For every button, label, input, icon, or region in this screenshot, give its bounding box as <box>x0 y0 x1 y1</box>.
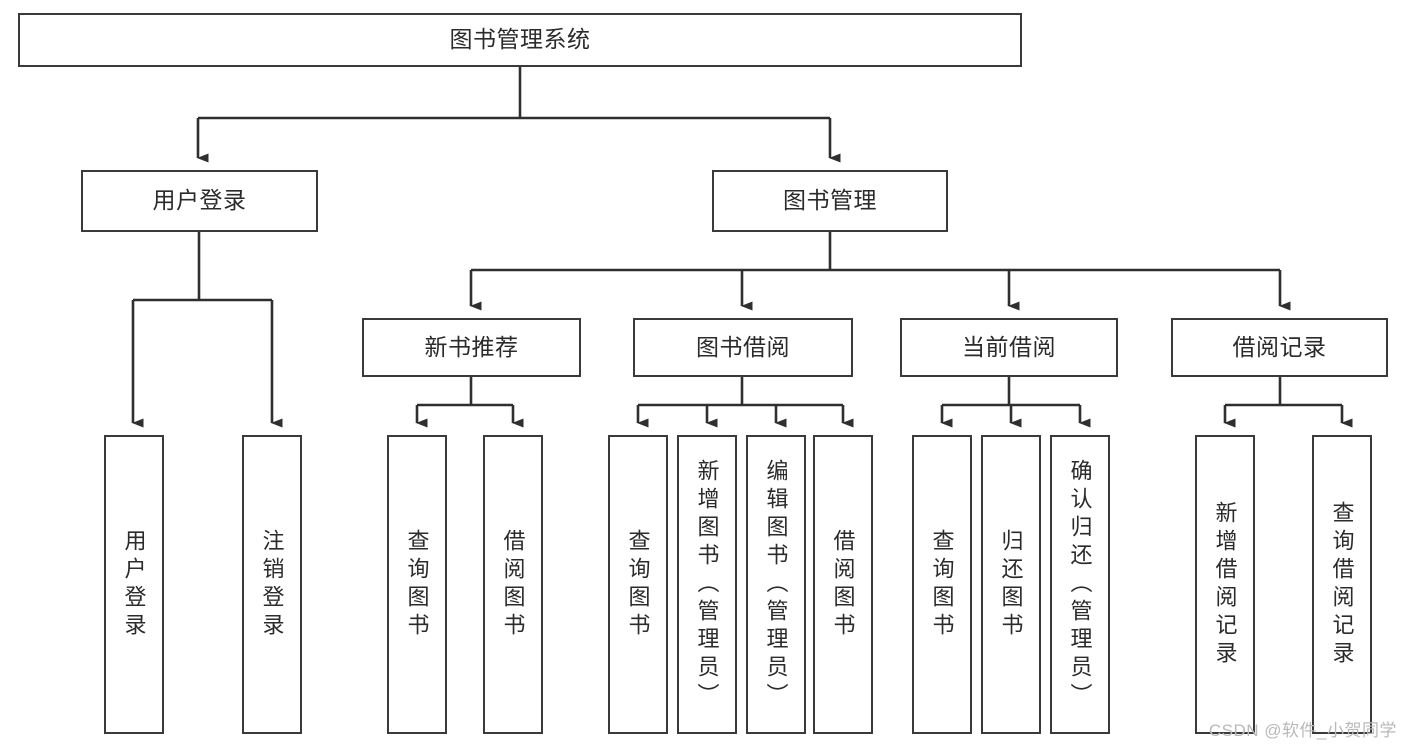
node-leaf-query-book-borrow[interactable]: 查询图书 <box>608 435 668 734</box>
node-new-book-recommend[interactable]: 新书推荐 <box>362 318 581 377</box>
node-leaf-add-borrow-record[interactable]: 新增借阅记录 <box>1195 435 1255 734</box>
node-leaf-return-book[interactable]: 归还图书 <box>981 435 1041 734</box>
node-leaf-label: 编辑图书（管理员） <box>763 458 789 711</box>
node-leaf-label: 确认归还（管理员） <box>1067 458 1093 711</box>
node-borrow-record[interactable]: 借阅记录 <box>1171 318 1388 377</box>
node-user-login[interactable]: 用户登录 <box>81 170 318 232</box>
node-leaf-label: 查询图书 <box>404 528 430 641</box>
node-leaf-user-login[interactable]: 用户登录 <box>104 435 164 734</box>
node-leaf-add-book-admin[interactable]: 新增图书（管理员） <box>677 435 737 734</box>
node-leaf-borrow-book[interactable]: 借阅图书 <box>813 435 873 734</box>
node-leaf-label: 新增图书（管理员） <box>694 458 720 711</box>
node-leaf-edit-book-admin[interactable]: 编辑图书（管理员） <box>746 435 806 734</box>
node-leaf-label: 借阅图书 <box>830 528 856 641</box>
node-leaf-label: 查询图书 <box>929 528 955 641</box>
node-leaf-logout[interactable]: 注销登录 <box>242 435 302 734</box>
node-book-management-label: 图书管理 <box>783 187 877 214</box>
node-book-management[interactable]: 图书管理 <box>712 170 948 232</box>
node-leaf-label: 查询图书 <box>625 528 651 641</box>
node-leaf-label: 查询借阅记录 <box>1329 500 1355 669</box>
node-leaf-label: 新增借阅记录 <box>1212 500 1238 669</box>
node-leaf-borrow-book-new[interactable]: 借阅图书 <box>483 435 543 734</box>
node-leaf-query-book-current[interactable]: 查询图书 <box>912 435 972 734</box>
node-leaf-label: 用户登录 <box>121 528 147 641</box>
node-leaf-label: 注销登录 <box>259 528 285 641</box>
node-current-borrow-label: 当前借阅 <box>962 333 1056 360</box>
node-leaf-label: 借阅图书 <box>500 528 526 641</box>
node-leaf-query-borrow-record[interactable]: 查询借阅记录 <box>1312 435 1372 734</box>
node-book-borrow-label: 图书借阅 <box>696 333 790 360</box>
node-new-book-recommend-label: 新书推荐 <box>424 333 519 360</box>
node-current-borrow[interactable]: 当前借阅 <box>900 318 1118 377</box>
node-user-login-label: 用户登录 <box>152 187 247 214</box>
node-leaf-confirm-return-admin[interactable]: 确认归还（管理员） <box>1050 435 1110 734</box>
node-root[interactable]: 图书管理系统 <box>18 13 1022 67</box>
node-book-borrow[interactable]: 图书借阅 <box>633 318 853 377</box>
node-root-label: 图书管理系统 <box>449 26 591 53</box>
node-borrow-record-label: 借阅记录 <box>1232 333 1327 360</box>
node-leaf-query-book-new[interactable]: 查询图书 <box>387 435 447 734</box>
node-leaf-label: 归还图书 <box>998 528 1024 641</box>
